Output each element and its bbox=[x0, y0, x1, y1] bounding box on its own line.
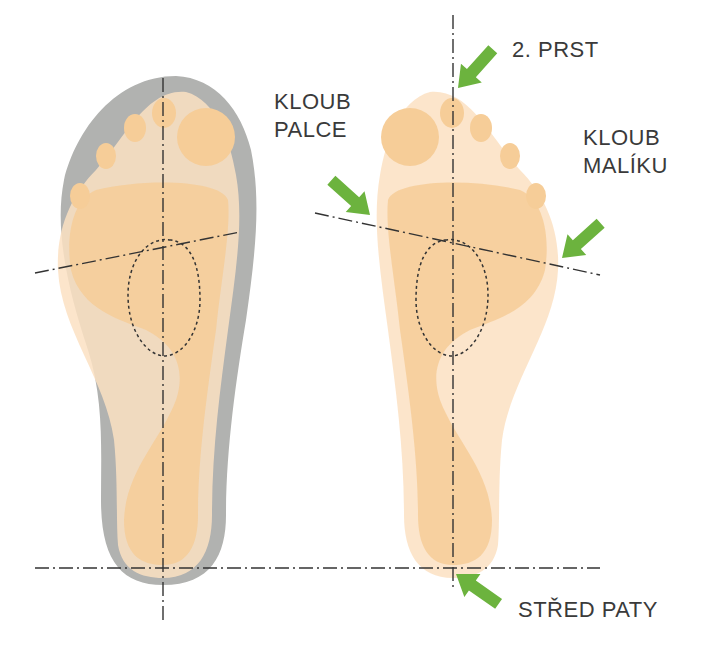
callout-label: KLOUB PALCE bbox=[274, 88, 374, 144]
callout-label: 2. PRST bbox=[512, 36, 599, 64]
callout-label: STŘED PATY bbox=[518, 596, 658, 624]
callout-label: KLOUB MALÍKU bbox=[583, 124, 691, 180]
